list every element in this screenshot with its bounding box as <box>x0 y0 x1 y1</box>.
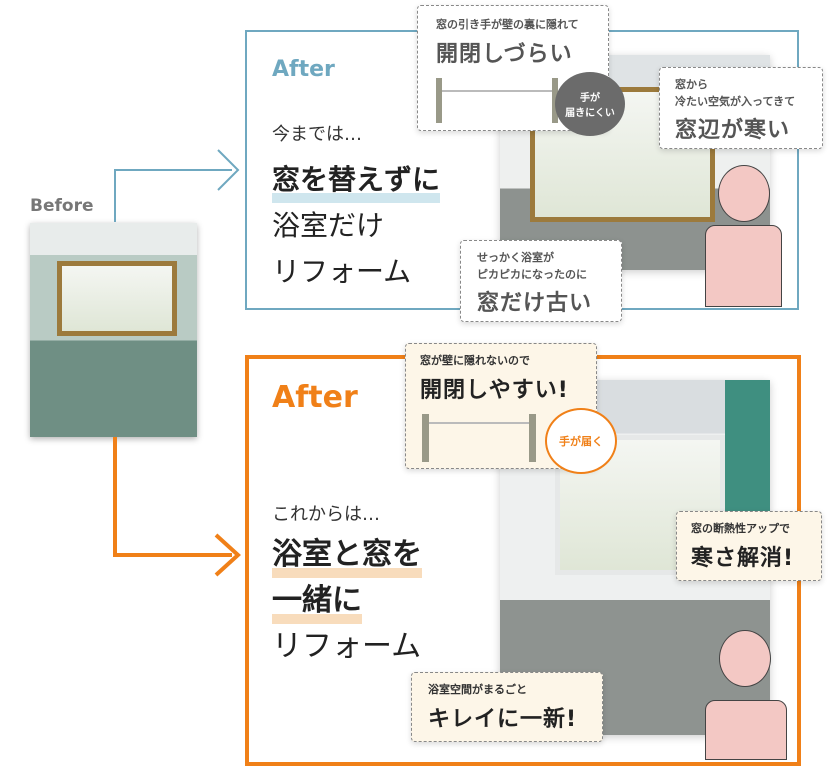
callout-big: 窓だけ古い <box>477 291 593 316</box>
callout-small: ピカピカになったのに <box>477 268 587 281</box>
callout-big: 開閉しづらい <box>436 42 573 67</box>
blue-connector <box>114 169 232 222</box>
hidden-handle-diagram <box>436 78 558 123</box>
callout-all-new: 浴室空間がまるごと キレイに一新! <box>411 672 603 742</box>
callout-big: 開閉しやすい! <box>420 378 569 403</box>
callout-small: 浴室空間がまるごと <box>428 683 527 696</box>
bubble-can-reach: 手が届く <box>545 408 617 474</box>
callout-big: 寒さ解消! <box>691 546 795 571</box>
callout-small: 冷たい空気が入ってきて <box>675 95 796 108</box>
callout-cold-window: 窓から 冷たい空気が入ってきて 窓辺が寒い <box>659 67 823 149</box>
callout-small: せっかく浴室が <box>477 251 554 264</box>
bubble-hard-to-reach: 手が 届きにくい <box>555 72 625 136</box>
callout-big: 窓辺が寒い <box>675 118 791 143</box>
after-new-heading: 浴室と窓を 一緒に リフォーム <box>272 532 422 670</box>
callout-big: キレイに一新! <box>428 707 578 732</box>
before-photo <box>30 223 197 437</box>
callout-small: 窓から <box>675 78 708 91</box>
after-old-intro: 今までは… <box>272 124 362 145</box>
callout-small: 窓の断熱性アップで <box>691 522 790 535</box>
heading-line: リフォーム <box>272 255 412 288</box>
after-new-intro: これからは… <box>272 504 380 525</box>
callout-small: 窓の引き手が壁の裏に隠れて <box>436 18 579 31</box>
heading-line: 窓を替えずに <box>272 157 441 203</box>
callout-easy-to-open: 窓が壁に隠れないので 開閉しやすい! <box>405 343 597 469</box>
visible-handle-diagram <box>422 414 536 462</box>
cold-woman-illustration <box>700 165 785 307</box>
before-label: Before <box>30 196 94 216</box>
happy-woman-illustration <box>705 630 790 760</box>
orange-chevron-icon <box>214 533 241 577</box>
callout-small: 窓が壁に隠れないので <box>420 354 530 367</box>
after-old-heading: 窓を替えずに 浴室だけ リフォーム <box>272 157 441 295</box>
bubble-text: 手が届く <box>559 435 603 448</box>
heading-line: リフォーム <box>272 629 422 664</box>
heading-line: 浴室だけ <box>272 209 385 242</box>
heading-line: 浴室と窓を <box>272 532 422 578</box>
callout-old-window: せっかく浴室が ピカピカになったのに 窓だけ古い <box>460 240 622 322</box>
blue-chevron-icon <box>217 149 240 191</box>
callout-no-cold: 窓の断熱性アップで 寒さ解消! <box>676 511 822 581</box>
after-new-label: After <box>272 380 358 415</box>
bubble-text: 手が 届きにくい <box>565 93 615 119</box>
after-old-label: After <box>272 57 335 82</box>
orange-connector <box>113 437 232 557</box>
heading-line: 一緒に <box>272 578 362 624</box>
